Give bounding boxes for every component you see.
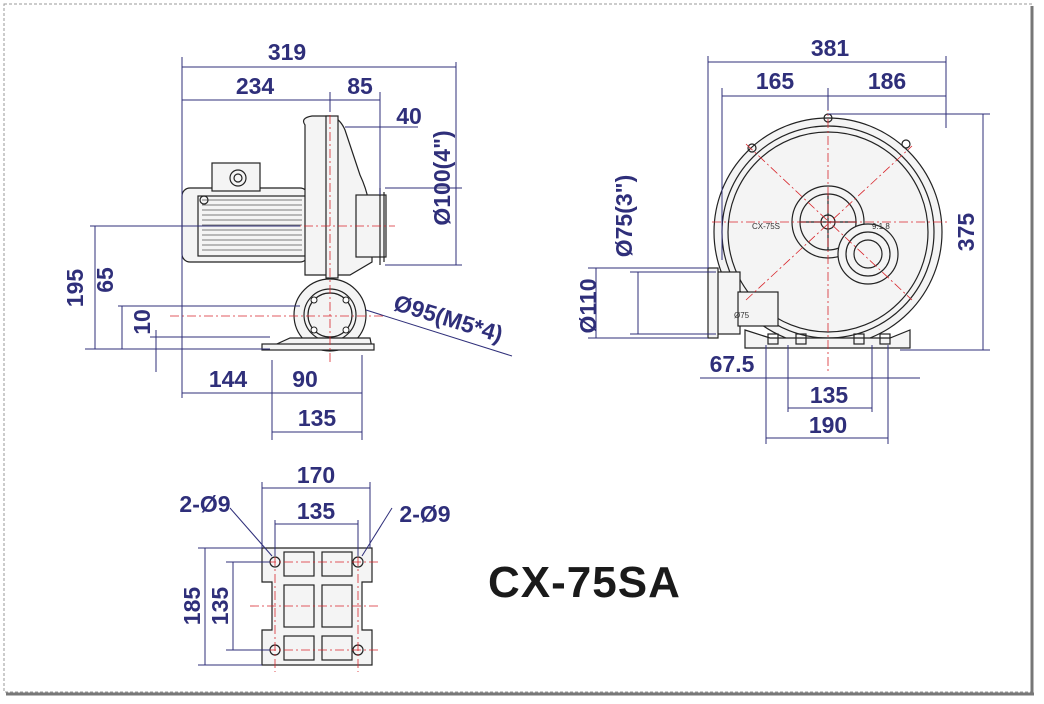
dim-inlet-diameter: Ø95(M5*4) (391, 289, 506, 347)
base-dimension-lines (198, 482, 393, 666)
front-base (744, 329, 911, 349)
dim-motor-length: 234 (236, 73, 275, 99)
dim-base-holes-right: 2-Ø9 (399, 501, 450, 527)
dim-outlet-length: 40 (396, 103, 422, 129)
dim-rear-offset: 144 (209, 366, 248, 392)
dim-front-overall-height: 375 (953, 213, 979, 252)
dim-front-flange-height: Ø110 (575, 279, 601, 334)
base-plate (261, 547, 373, 666)
blower-housing (302, 115, 387, 279)
dim-front-hole-spacing: 135 (810, 382, 849, 408)
dim-base-hole-spacing-x: 135 (297, 498, 336, 524)
dim-base-overall-depth: 185 (179, 587, 205, 626)
dim-housing-width: 85 (347, 73, 373, 99)
base-view: 170 135 2-Ø9 2-Ø9 185 135 (179, 462, 451, 672)
dim-front-right-width: 186 (868, 68, 906, 94)
dim-base-width: 135 (298, 405, 337, 431)
side-view: 319 234 85 40 Ø100(4") 195 65 10 Ø95(M5*… (62, 39, 513, 440)
motor-body (181, 162, 309, 263)
dim-total-height: 195 (62, 269, 88, 308)
front-view: CX-75S 9.1.8 Ø75 (575, 35, 990, 444)
housing-code: 9.1.8 (872, 222, 890, 231)
dim-base-hole-spacing-y: 135 (207, 587, 233, 626)
housing-text: CX-75S (752, 222, 780, 231)
side-dimension-lines (85, 57, 513, 440)
dim-base-overall-width: 170 (297, 462, 335, 488)
dim-front-base-width: 190 (809, 412, 847, 438)
dim-front-inlet-diameter: Ø75(3") (611, 175, 637, 258)
front-dimension-lines (588, 56, 990, 444)
dim-base-thickness: 10 (129, 309, 155, 335)
dim-overall-length: 319 (268, 39, 306, 65)
model-title: CX-75SA (488, 558, 681, 607)
dim-front-overall-width: 381 (811, 35, 850, 61)
outlet-flange (707, 267, 779, 339)
dim-base-half: 90 (292, 366, 318, 392)
dim-front-flange-depth: 67.5 (710, 351, 755, 377)
inlet-flange (261, 278, 375, 352)
flange-text: Ø75 (734, 311, 750, 320)
dim-outlet-diameter: Ø100(4") (429, 130, 455, 225)
dim-front-left-width: 165 (756, 68, 795, 94)
dim-base-holes-left: 2-Ø9 (179, 491, 230, 517)
dim-center-height: 65 (92, 267, 118, 293)
